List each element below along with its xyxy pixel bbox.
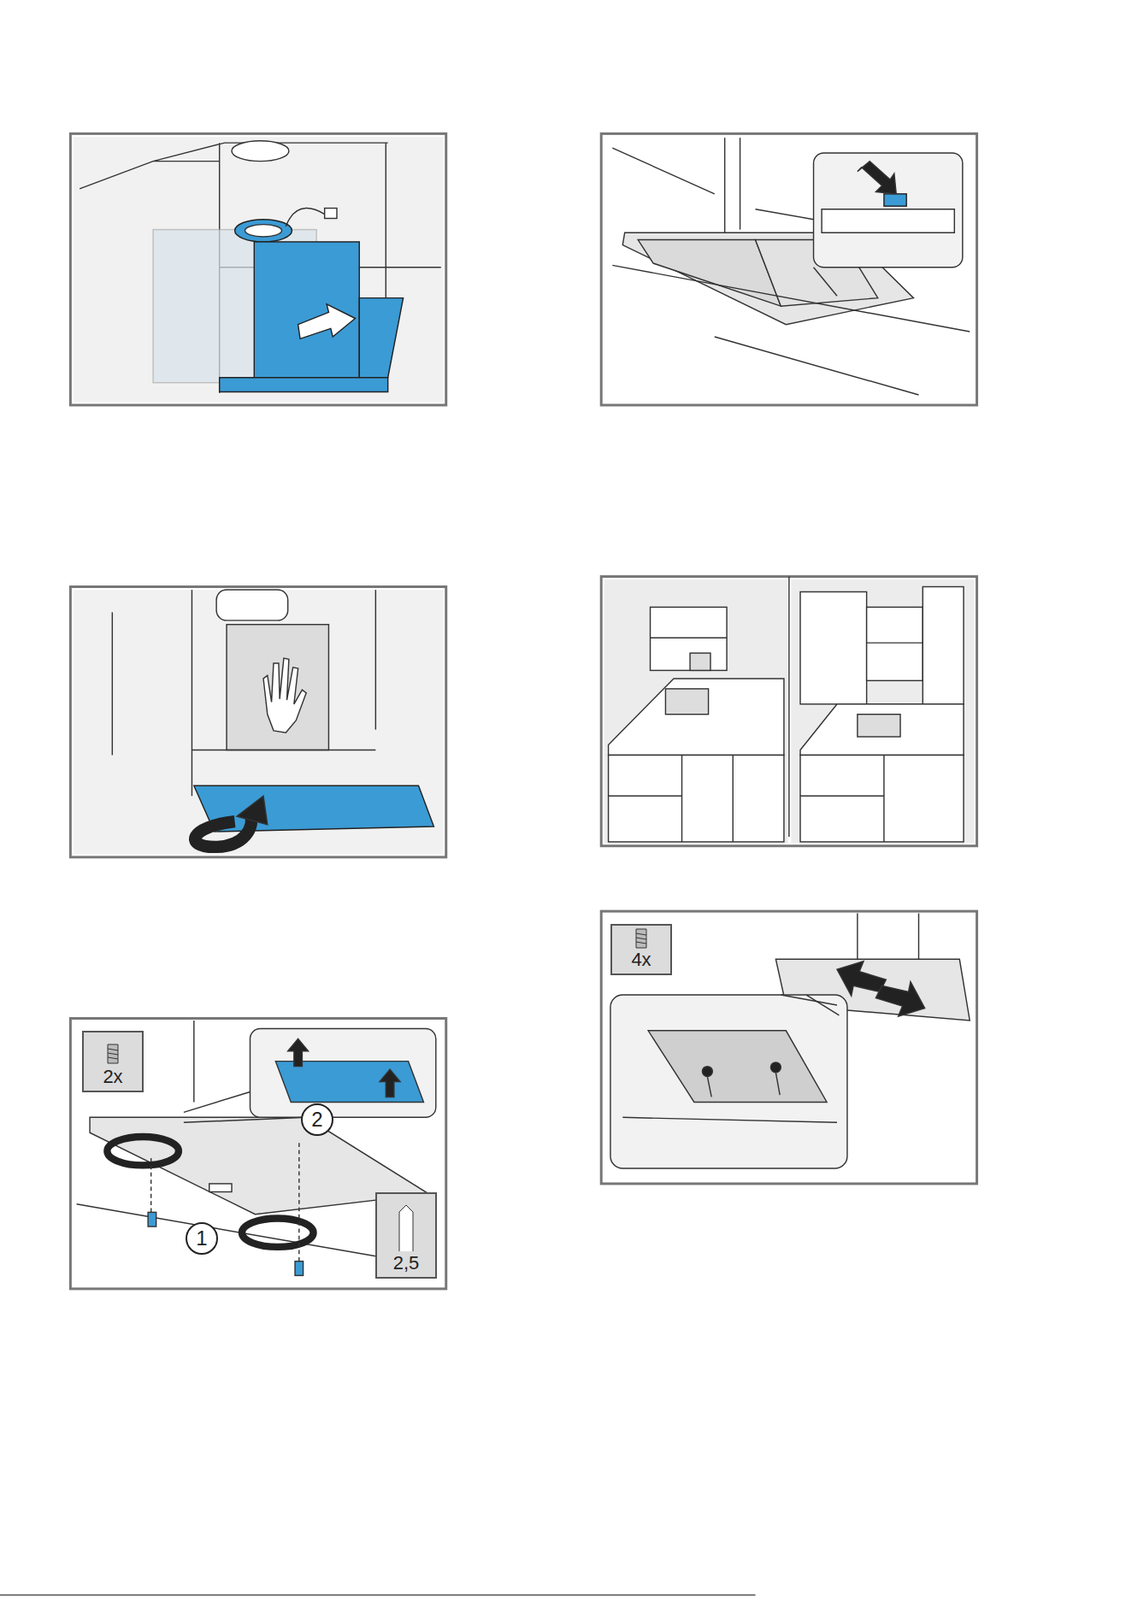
quantity-icon: 4x (610, 924, 673, 976)
callout-number: 2 (300, 1103, 334, 1137)
icon-label: 2x (102, 1067, 123, 1088)
icon-symbol (389, 1202, 424, 1254)
icon-label: 4x (630, 949, 651, 971)
callout-number: 1 (195, 1227, 207, 1250)
callout-number: 1 (185, 1222, 219, 1256)
quantity-icon: 2x (82, 1031, 144, 1093)
icon-symbol (95, 1041, 130, 1068)
callout-number: 2 (311, 1108, 323, 1132)
icon-label: 2,5 (393, 1253, 420, 1274)
tool-size-icon: 2,5 (375, 1192, 437, 1280)
icon-symbol (624, 925, 659, 950)
